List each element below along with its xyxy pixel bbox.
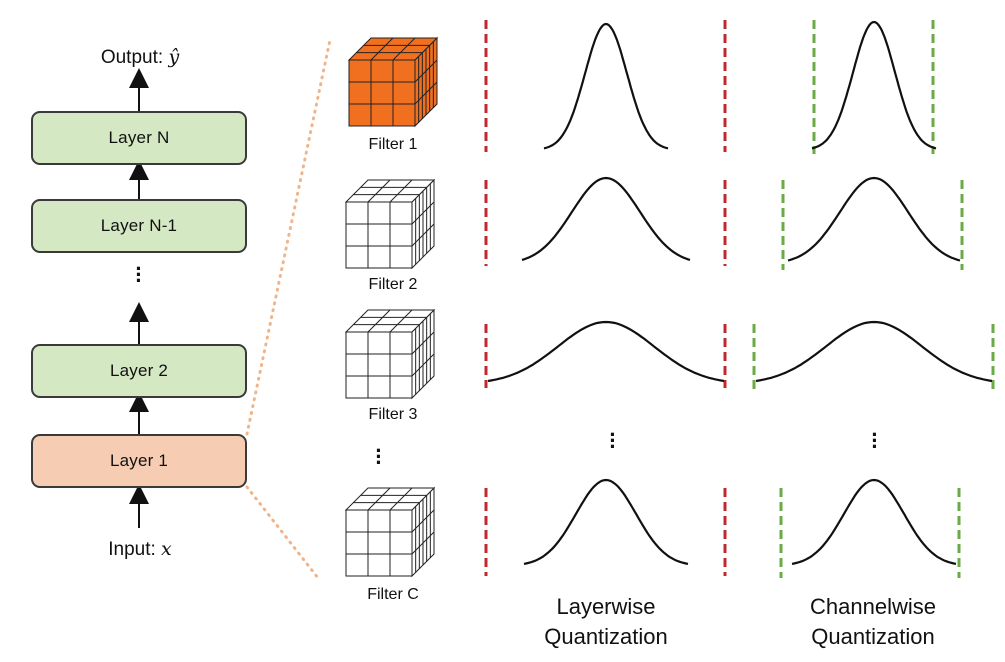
layer-2-label: Layer 2 [109,361,169,380]
filter-1-cube [347,36,439,128]
layer-1-box: Layer 1 [31,434,247,488]
layer-1-label: Layer 1 [109,451,169,470]
filter-3-label: Filter 3 [368,406,418,423]
channelwise-curve-filter-3 [755,320,993,383]
layer-n-minus-1-box: Layer N-1 [31,199,247,253]
layerwise-curve-filter-c [523,478,689,565]
input-symbol: x [161,538,172,560]
output-label-text: Output: [100,47,164,68]
layer-n-minus-1-label: Layer N-1 [100,216,178,235]
output-symbol: ŷ [168,46,180,68]
filter-cubes [344,36,439,578]
filter-1-label: Filter 1 [368,136,418,153]
channelwise-caption-line1: Channelwise [810,594,936,619]
channelwise-curve-filter-1 [811,20,937,150]
channelwise-caption: Channelwise Quantization [763,592,983,652]
filter-3-cube [344,308,436,400]
quantization-bounds [484,20,995,578]
layerwise-caption-line2: Quantization [544,624,668,649]
zoom-connector-bottom [245,485,320,580]
zoom-connector-top [245,38,332,436]
layerwise-curve-filter-1 [543,22,669,150]
channelwise-curve-filter-c [791,478,957,565]
layerwise-caption: Layerwise Quantization [496,592,716,652]
filter-ellipsis: ··· [375,438,383,475]
filter-2-cube [344,178,436,270]
filter-c-label: Filter C [367,586,419,603]
layerwise-ellipsis: ··· [609,422,617,459]
channelwise-ellipsis: ··· [871,422,879,459]
layerwise-caption-line1: Layerwise [556,594,656,619]
distribution-curves [487,20,993,565]
filter-c-cube [344,486,436,578]
channelwise-curve-filter-2 [787,176,961,262]
filter-2-label: Filter 2 [368,276,418,293]
layer-n-label: Layer N [108,128,170,147]
layerwise-curve-filter-3 [487,320,725,383]
input-label-text: Input: [108,539,156,560]
channelwise-caption-line2: Quantization [811,624,935,649]
layer-2-box: Layer 2 [31,344,247,398]
layer-n-box: Layer N [31,111,247,165]
output-label: Output: ŷ [0,46,280,69]
network-ellipsis: ··· [135,256,143,293]
zoom-connectors [245,38,332,580]
layerwise-curve-filter-2 [521,176,691,261]
input-label: Input: x [0,538,280,561]
